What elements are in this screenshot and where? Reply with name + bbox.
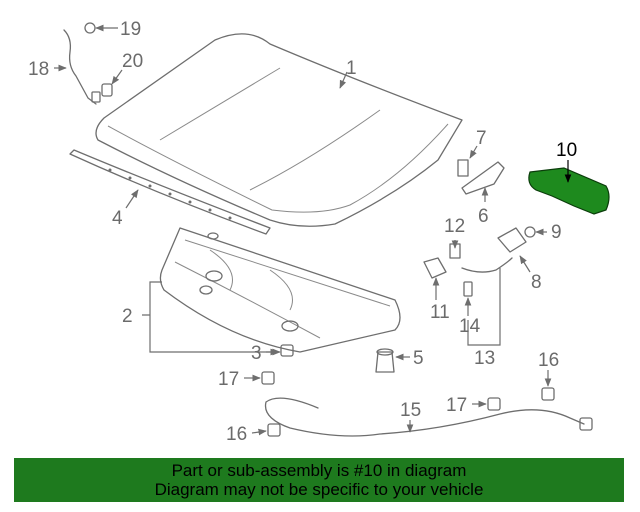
callout-12: 12 xyxy=(444,216,465,237)
hinge-8 xyxy=(497,227,527,253)
callout-15: 15 xyxy=(400,400,421,421)
notice-banner: Part or sub-assembly is #10 in diagram D… xyxy=(14,458,624,502)
nut-19 xyxy=(84,22,96,34)
callout-2: 2 xyxy=(122,306,133,327)
callout-20: 20 xyxy=(122,51,143,72)
callout-16-left: 16 xyxy=(226,424,247,445)
callout-14: 14 xyxy=(459,316,481,337)
bumper-5 xyxy=(375,348,395,373)
hood-insulator xyxy=(159,227,401,353)
cable-13 xyxy=(461,257,513,273)
callout-9: 9 xyxy=(551,222,562,243)
bolt-7 xyxy=(457,159,469,177)
callout-4: 4 xyxy=(112,208,123,229)
bracket-6 xyxy=(461,161,505,195)
banner-line-2: Diagram may not be specific to your vehi… xyxy=(154,480,484,499)
clip-17-right xyxy=(487,397,501,411)
hood-panel xyxy=(95,33,463,227)
callout-5: 5 xyxy=(413,348,424,369)
callout-17-left: 17 xyxy=(218,369,239,390)
callout-7: 7 xyxy=(476,128,487,149)
hood-seal xyxy=(69,149,271,235)
clip-20 xyxy=(101,83,113,97)
callout-10: 10 xyxy=(556,140,577,161)
cable-18 xyxy=(63,29,101,105)
callout-1: 1 xyxy=(346,58,357,79)
release-cable-15 xyxy=(264,397,593,437)
callout-16-right: 16 xyxy=(538,350,559,371)
callout-13: 13 xyxy=(474,348,495,369)
callout-8: 8 xyxy=(531,272,542,293)
hood-hinge-10 xyxy=(528,167,610,215)
nut-9 xyxy=(524,226,536,238)
latch-11 xyxy=(423,257,447,279)
callout-18: 18 xyxy=(28,59,49,80)
parts-diagram: 1 2 3 4 5 6 7 8 9 10 11 12 13 14 15 16 1… xyxy=(28,19,610,445)
banner-line-1: Part or sub-assembly is #10 in diagram xyxy=(171,461,467,480)
callout-11: 11 xyxy=(430,302,450,323)
callout-3: 3 xyxy=(251,343,262,364)
callout-19: 19 xyxy=(120,19,141,40)
clip-16-left xyxy=(267,423,281,437)
clip-16-right xyxy=(541,387,555,401)
part-14 xyxy=(463,281,473,297)
clip-17-left xyxy=(261,371,275,385)
callout-17-right: 17 xyxy=(446,395,467,416)
callout-6: 6 xyxy=(478,206,489,227)
